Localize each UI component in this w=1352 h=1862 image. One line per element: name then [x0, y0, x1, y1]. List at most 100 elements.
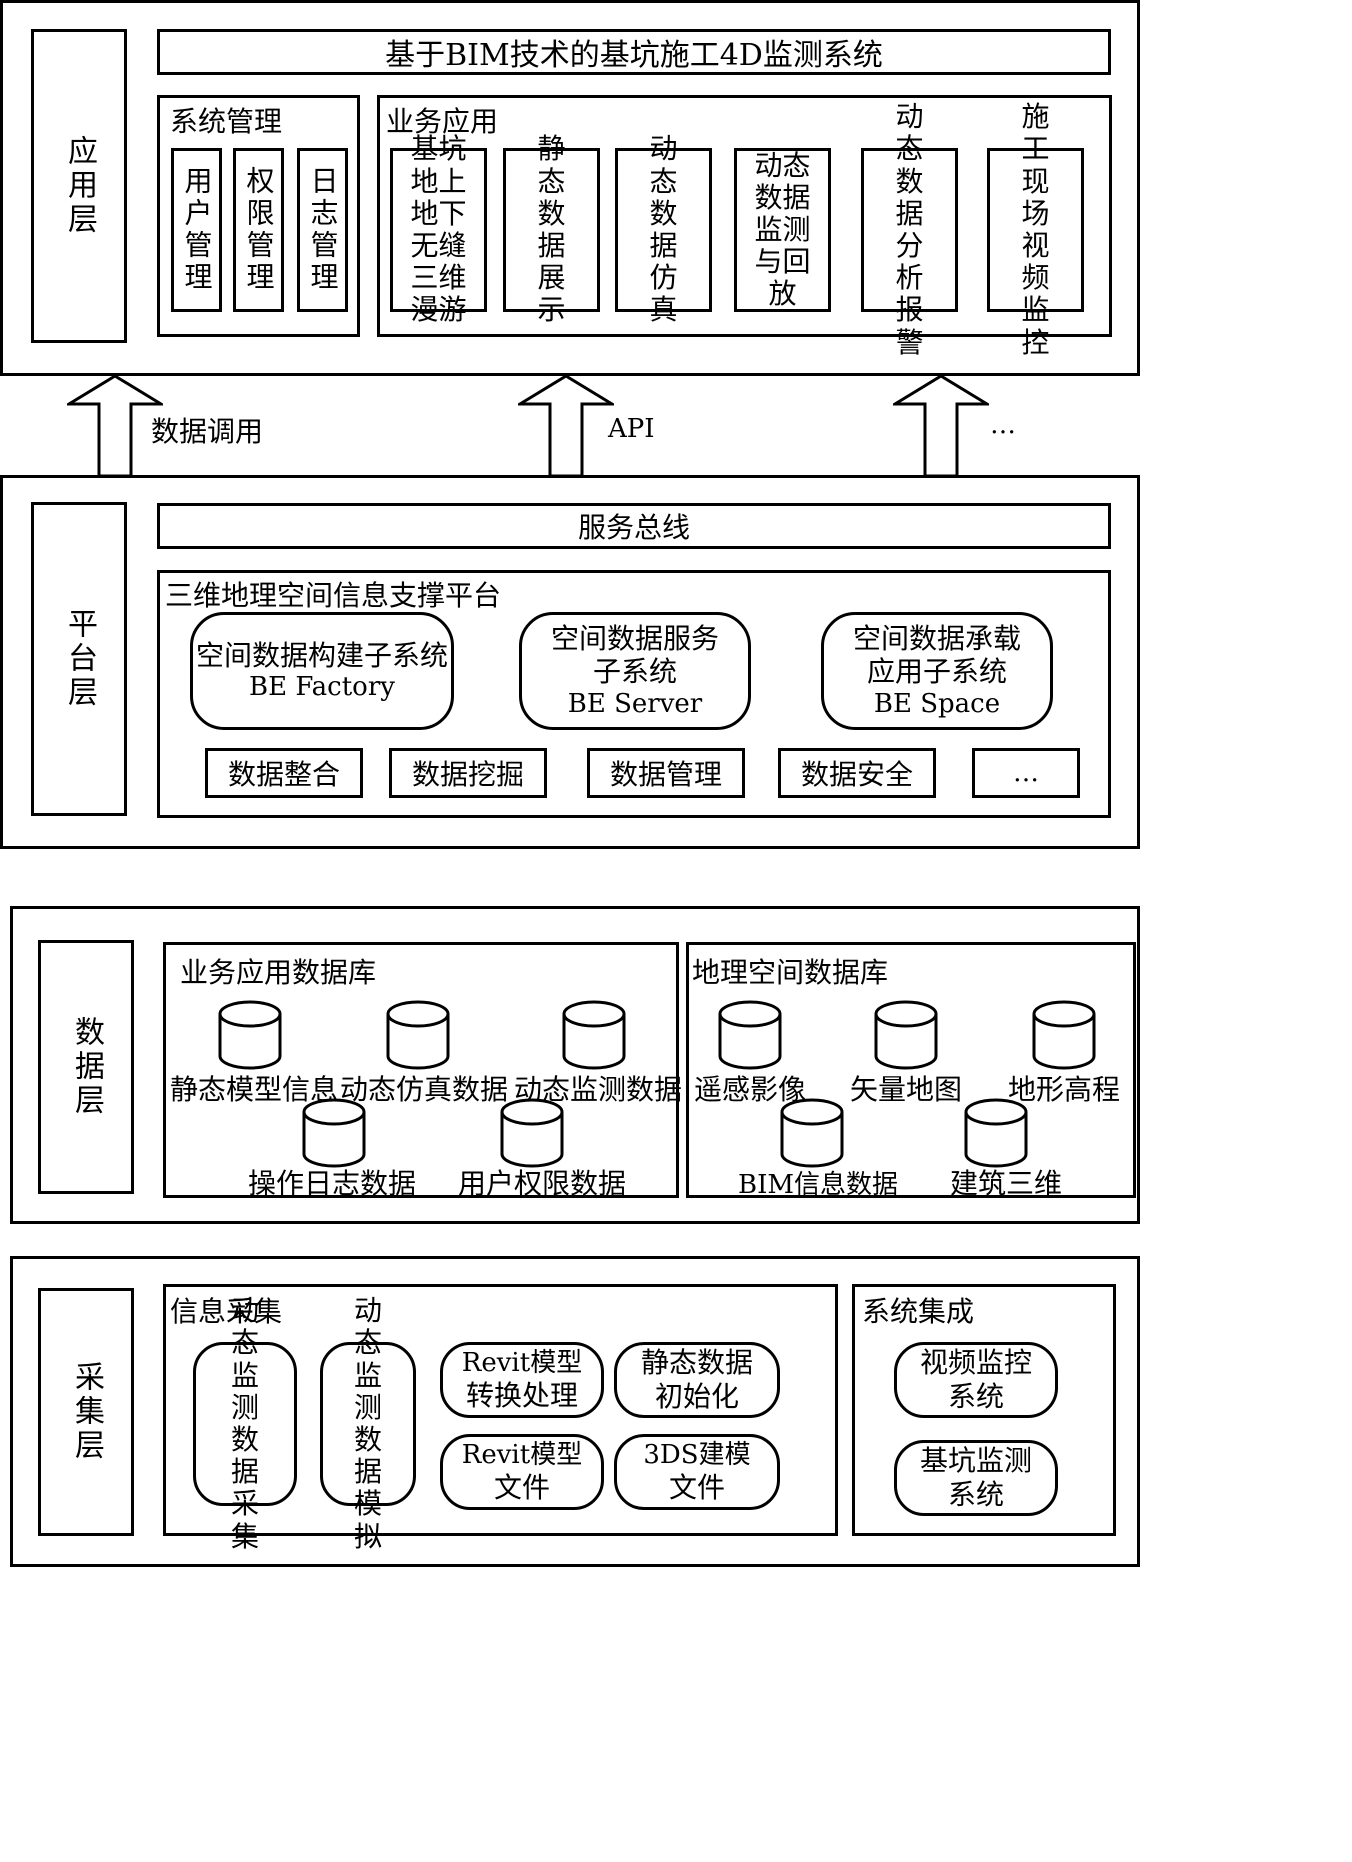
pit-monitoring-line1: 基坑监测 [919, 1444, 1032, 1478]
site-video-monitoring-label: 施工现场视频监控 [1021, 100, 1050, 359]
permission-management-label: 权限管理 [242, 166, 276, 294]
data-call-label: 数据调用 [151, 415, 264, 448]
dynamic-monitoring-playback-box: 动态数据监测与回放 [734, 148, 831, 312]
database-icon [1032, 1000, 1096, 1070]
dynamic-data-simulation-box: 动态数据仿真 [615, 133, 712, 326]
database-icon [964, 1098, 1028, 1168]
revit-conversion-box: Revit模型 转换处理 [440, 1342, 604, 1418]
dynamic-monitoring-collect-label: 动态监测数据采集 [230, 1294, 259, 1553]
video-monitoring-line2: 系统 [947, 1380, 1004, 1413]
app-layer-label-box: 应用层 [31, 29, 127, 343]
be-server-name-line1: 空间数据服务 [550, 621, 719, 655]
api-label: API [608, 414, 655, 444]
up-arrow-icon [893, 374, 989, 478]
revit-file-box: Revit模型 文件 [440, 1434, 604, 1510]
support-platform-title: 三维地理空间信息支撑平台 [165, 579, 502, 612]
system-management-title: 系统管理 [170, 105, 283, 138]
be-space-name-line1: 空间数据承载 [852, 621, 1021, 655]
3ds-file-line1: 3DS建模 [643, 1439, 751, 1470]
db-label: 动态仿真数据 [340, 1073, 509, 1106]
revit-file-line1: Revit模型 [461, 1439, 583, 1470]
static-data-display-label: 静态数据展示 [537, 132, 566, 327]
revit-conversion-line2: 转换处理 [465, 1378, 578, 1412]
video-monitoring-system-box: 视频监控 系统 [894, 1342, 1058, 1418]
business-database-title: 业务应用数据库 [180, 956, 377, 989]
dynamic-monitoring-playback-label: 动态数据监测与回放 [754, 148, 811, 311]
up-arrow-icon [518, 374, 614, 478]
db-label: 遥感影像 [694, 1073, 807, 1106]
db-label: 建筑三维 [950, 1167, 1063, 1200]
dynamic-monitoring-simulate-label: 动态监测数据模拟 [353, 1294, 382, 1553]
seamless-3d-roaming-box: 基坑地上地下无缝三维漫游 [390, 133, 487, 326]
app-layer-label: 应用层 [62, 135, 97, 237]
collection-layer-label-box: 采集层 [38, 1288, 134, 1536]
dynamic-monitoring-simulate-box: 动态监测数据模拟 [320, 1295, 416, 1552]
data-layer-label-box: 数据层 [38, 940, 134, 1194]
service-bus: 服务总线 [157, 503, 1111, 549]
static-data-init-box: 静态数据 初始化 [614, 1342, 780, 1418]
data-layer-label: 数据层 [69, 1016, 104, 1118]
collection-layer-label: 采集层 [69, 1361, 104, 1463]
foundation-pit-monitoring-system-box: 基坑监测 系统 [894, 1440, 1058, 1516]
more-label: … [990, 410, 1016, 440]
be-factory-name: 空间数据构建子系统 [195, 638, 448, 672]
be-server-subsystem: 空间数据服务 子系统 BE Server [519, 612, 751, 730]
seamless-3d-roaming-label: 基坑地上地下无缝三维漫游 [410, 132, 467, 327]
be-server-name-line2: 子系统 [592, 655, 677, 689]
dynamic-monitoring-collect-box: 动态监测数据采集 [193, 1295, 297, 1552]
db-label: 地形高程 [1008, 1073, 1121, 1106]
database-icon [562, 1000, 626, 1070]
permission-management-box: 权限管理 [233, 148, 284, 312]
static-data-init-line1: 静态数据 [640, 1346, 753, 1380]
database-icon [874, 1000, 938, 1070]
db-label: BIM信息数据 [738, 1170, 898, 1200]
geo-database-group [686, 942, 1136, 1198]
be-factory-subsystem: 空间数据构建子系统 BE Factory [190, 612, 454, 730]
up-arrow-icon [67, 374, 163, 478]
video-monitoring-line1: 视频监控 [919, 1346, 1032, 1380]
platform-layer-label-box: 平台层 [31, 502, 127, 816]
db-label: 矢量地图 [850, 1073, 963, 1106]
be-space-product: BE Space [873, 689, 1001, 719]
revit-conversion-line1: Revit模型 [461, 1347, 583, 1378]
revit-file-line2: 文件 [493, 1470, 550, 1504]
static-data-display-box: 静态数据展示 [503, 133, 600, 326]
info-collection-title: 信息采集 [170, 1295, 283, 1328]
static-data-init-line2: 初始化 [654, 1380, 739, 1413]
system-title: 基于BIM技术的基坑施工4D监测系统 [157, 29, 1111, 75]
be-space-name-line2: 应用子系统 [866, 655, 1007, 689]
more-functions-box: … [972, 748, 1080, 798]
log-management-box: 日志管理 [297, 148, 348, 312]
db-label: 操作日志数据 [248, 1167, 417, 1200]
user-management-box: 用户管理 [171, 148, 222, 312]
db-label: 动态监测数据 [514, 1073, 683, 1106]
business-application-title: 业务应用 [386, 105, 499, 138]
log-management-label: 日志管理 [306, 166, 340, 294]
data-mining-box: 数据挖掘 [389, 748, 547, 798]
dynamic-data-simulation-label: 动态数据仿真 [649, 132, 678, 327]
data-security-box: 数据安全 [778, 748, 936, 798]
business-database-group [163, 942, 679, 1198]
be-space-subsystem: 空间数据承载 应用子系统 BE Space [821, 612, 1053, 730]
database-icon [500, 1098, 564, 1168]
user-management-label: 用户管理 [180, 166, 214, 294]
dynamic-analysis-alarm-box: 动态数据分析报警 [861, 101, 958, 358]
dynamic-analysis-alarm-label: 动态数据分析报警 [895, 100, 924, 359]
pit-monitoring-line2: 系统 [947, 1478, 1004, 1511]
db-label: 静态模型信息 [170, 1073, 339, 1106]
data-management-box: 数据管理 [587, 748, 745, 798]
db-label: 用户权限数据 [458, 1167, 627, 1200]
database-icon [386, 1000, 450, 1070]
data-integration-box: 数据整合 [205, 748, 363, 798]
platform-layer-label: 平台层 [62, 608, 97, 710]
be-factory-product: BE Factory [249, 672, 395, 703]
database-icon [718, 1000, 782, 1070]
be-server-product: BE Server [567, 689, 703, 719]
system-integration-title: 系统集成 [862, 1295, 975, 1328]
3ds-file-box: 3DS建模 文件 [614, 1434, 780, 1510]
3ds-file-line2: 文件 [668, 1470, 725, 1504]
geo-database-title: 地理空间数据库 [692, 956, 889, 989]
database-icon [302, 1098, 366, 1168]
site-video-monitoring-box: 施工现场视频监控 [987, 101, 1084, 358]
database-icon [218, 1000, 282, 1070]
